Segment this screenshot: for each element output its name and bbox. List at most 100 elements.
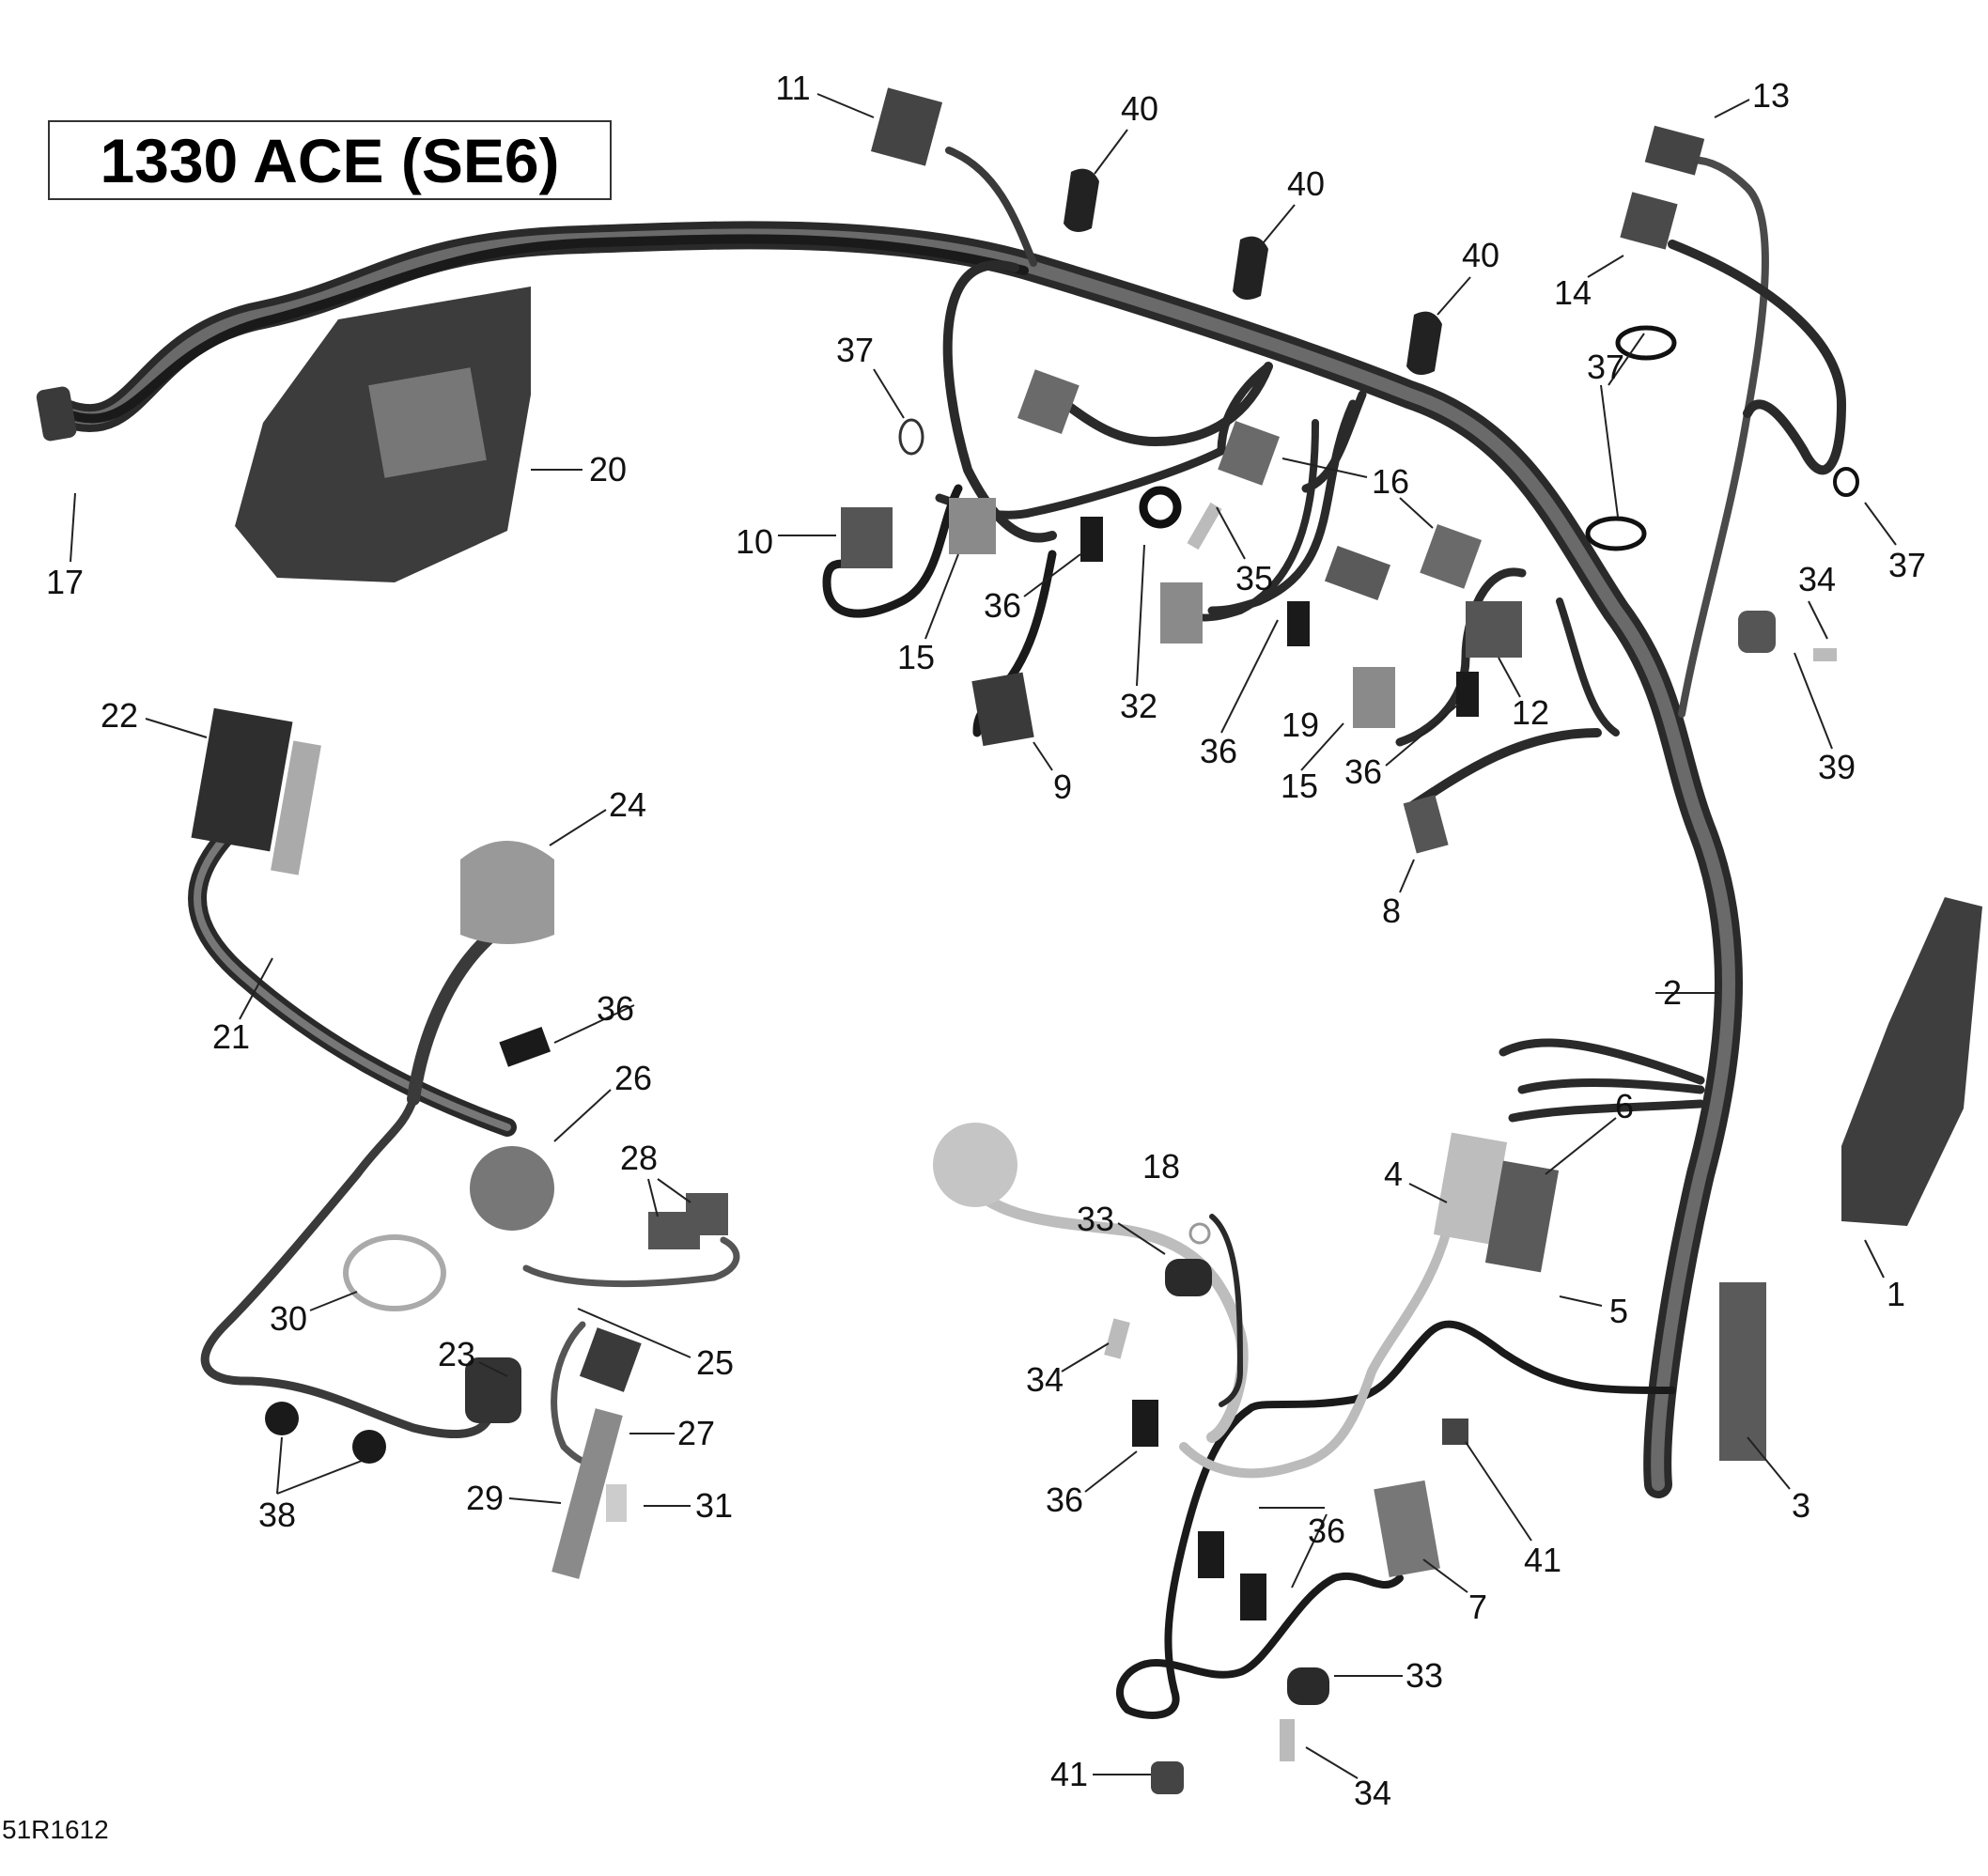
- nut-41b: [1151, 1761, 1184, 1794]
- connector-15b: [1160, 582, 1203, 643]
- main-harness: [52, 147, 1846, 1498]
- callout-8: 8: [1381, 891, 1402, 930]
- callout-15: 15: [1280, 767, 1319, 805]
- callout-19: 19: [1281, 705, 1320, 744]
- connector-27: [579, 1327, 642, 1392]
- clip-38a: [265, 1402, 299, 1435]
- callout-37: 37: [835, 331, 875, 369]
- connector-7: [1374, 1480, 1440, 1577]
- callout-36: 36: [983, 586, 1022, 625]
- cable-tie-37b: [1615, 325, 1677, 361]
- callout-36: 36: [1343, 752, 1383, 791]
- components: [36, 87, 1982, 1794]
- callout-36: 36: [1199, 732, 1238, 770]
- callout-13: 13: [1751, 76, 1791, 115]
- clamp-32: [1139, 486, 1182, 529]
- screw-34c: [1280, 1719, 1295, 1761]
- callout-36: 36: [1045, 1481, 1084, 1519]
- connector-28b: [686, 1193, 728, 1235]
- connector-13: [1644, 125, 1705, 176]
- callout-40: 40: [1461, 236, 1500, 274]
- callout-6: 6: [1614, 1087, 1635, 1125]
- callout-22: 22: [100, 696, 139, 735]
- fuse-block-5: [1484, 1160, 1560, 1273]
- callout-32: 32: [1119, 687, 1158, 725]
- callout-37: 37: [1586, 348, 1625, 386]
- callout-30: 30: [269, 1299, 308, 1338]
- connector-23: [465, 1357, 521, 1423]
- callout-40: 40: [1120, 89, 1159, 128]
- callout-28: 28: [619, 1139, 659, 1177]
- callout-34: 34: [1353, 1774, 1392, 1812]
- callout-29: 29: [465, 1479, 505, 1517]
- callout-4: 4: [1383, 1155, 1404, 1193]
- callout-34: 34: [1797, 560, 1837, 598]
- callout-3: 3: [1791, 1486, 1811, 1525]
- callout-33: 33: [1405, 1656, 1444, 1695]
- connector-16c: [1420, 523, 1483, 589]
- callout-21: 21: [211, 1017, 251, 1056]
- connector-11: [870, 87, 943, 166]
- connector-9: [971, 672, 1034, 747]
- callout-35: 35: [1235, 559, 1274, 597]
- clamp-39: [1738, 611, 1776, 653]
- clip-36e: [1132, 1400, 1158, 1447]
- screw-35: [1187, 502, 1222, 550]
- connector-26: [470, 1146, 554, 1231]
- relay-4: [1433, 1132, 1508, 1245]
- ring-terminal-18: [1188, 1222, 1211, 1245]
- callout-39: 39: [1817, 748, 1856, 786]
- callout-25: 25: [695, 1343, 735, 1382]
- lower-harness: [953, 1038, 1705, 1719]
- clip-40a: [1064, 168, 1099, 232]
- callout-36: 36: [1307, 1512, 1346, 1550]
- clip-36c: [1456, 672, 1479, 717]
- clip-36f: [1198, 1531, 1224, 1578]
- callout-23: 23: [437, 1335, 476, 1373]
- callout-33: 33: [1076, 1200, 1115, 1238]
- callout-31: 31: [694, 1486, 734, 1525]
- callout-2: 2: [1662, 973, 1683, 1012]
- callout-11: 11: [775, 69, 811, 107]
- clip-40c: [1406, 311, 1442, 375]
- connector-14: [1620, 192, 1678, 250]
- connector-10: [841, 507, 893, 568]
- callout-41: 41: [1523, 1541, 1562, 1579]
- clip-36g: [1240, 1574, 1266, 1620]
- fitting-31: [606, 1484, 627, 1522]
- grommet-33a: [1165, 1259, 1212, 1296]
- leader-lines: [70, 93, 1897, 1779]
- callout-36: 36: [596, 989, 635, 1028]
- callout-26: 26: [613, 1059, 653, 1097]
- callout-9: 9: [1052, 767, 1073, 806]
- bracket-3: [1719, 1282, 1766, 1461]
- sensor-18-head: [933, 1123, 1017, 1207]
- connector-8: [1403, 795, 1449, 854]
- connector-16a: [1017, 369, 1079, 435]
- callout-15: 15: [896, 638, 936, 676]
- callout-20: 20: [588, 450, 628, 488]
- callout-14: 14: [1553, 273, 1592, 312]
- connector-17: [36, 386, 77, 442]
- cap-24: [460, 841, 554, 944]
- callout-12: 12: [1511, 693, 1550, 732]
- callout-1: 1: [1886, 1275, 1906, 1313]
- callout-5: 5: [1608, 1292, 1629, 1330]
- cable-tie-37a: [898, 418, 924, 456]
- connector-15c: [1353, 667, 1395, 728]
- sensor-29: [551, 1408, 623, 1579]
- screw-34a: [1813, 648, 1837, 661]
- cable-tie-37d: [1833, 467, 1859, 497]
- callout-38: 38: [257, 1496, 297, 1534]
- module-1: [1841, 897, 1982, 1226]
- sensor-19: [1324, 545, 1391, 601]
- callout-7: 7: [1468, 1588, 1488, 1626]
- clip-36a: [1080, 517, 1103, 562]
- clip-40b: [1233, 236, 1268, 300]
- callout-34: 34: [1025, 1360, 1064, 1399]
- callout-18: 18: [1142, 1147, 1181, 1186]
- callout-40: 40: [1286, 164, 1326, 203]
- sensor-12: [1466, 601, 1522, 658]
- model-title: 1330 ACE (SE6): [100, 125, 560, 195]
